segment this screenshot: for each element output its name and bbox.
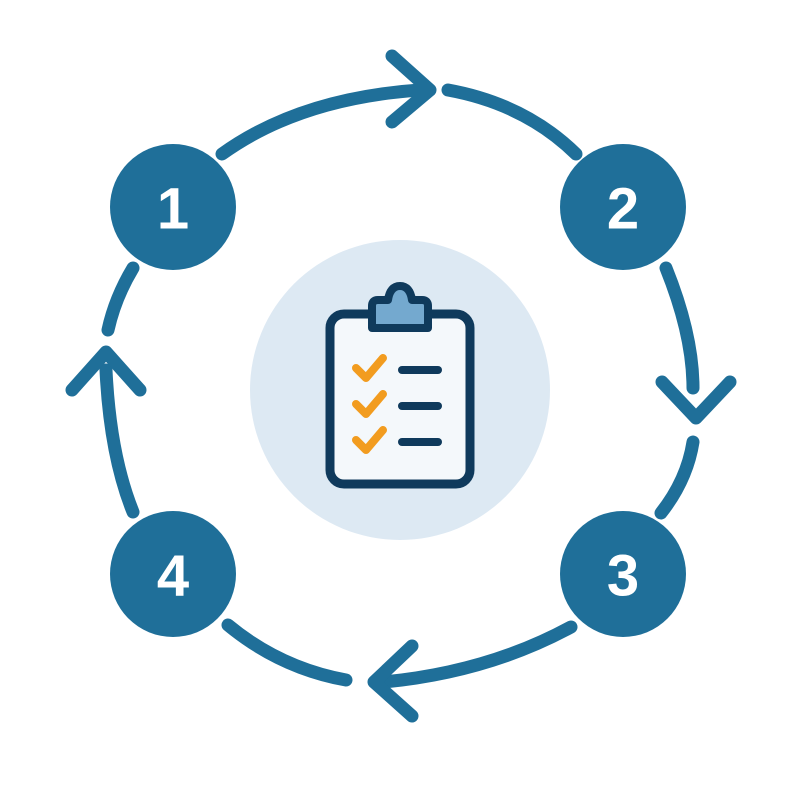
- step-node-1: 1: [110, 144, 236, 270]
- checkmark-icon: [352, 354, 387, 382]
- arrowhead-right-icon: [385, 49, 437, 129]
- arc-3-to-4: [377, 620, 578, 689]
- step-node-4-label: 4: [157, 544, 189, 609]
- step-node-2-label: 2: [607, 177, 639, 242]
- arc-1-to-2-tail: [441, 83, 583, 161]
- checkmark-icon: [352, 390, 387, 418]
- cycle-arcs: [99, 83, 700, 689]
- arrowhead-up-icon: [65, 345, 147, 397]
- step-node-2-circle: [560, 144, 686, 270]
- step-node-1-label: 1: [157, 177, 189, 242]
- checklist-rows: [352, 354, 442, 454]
- step-node-3: 3: [560, 511, 686, 637]
- clipboard-clip: [368, 282, 432, 332]
- arrowhead-left-icon: [367, 639, 419, 723]
- step-node-3-label: 3: [607, 544, 639, 609]
- arc-2-to-3-tail: [654, 435, 700, 520]
- clipboard-checklist-icon: [325, 282, 475, 489]
- step-node-1-circle: [110, 144, 236, 270]
- checkmark-icon: [352, 426, 387, 454]
- arrowhead-down-icon: [655, 375, 737, 425]
- step-node-3-circle: [560, 511, 686, 637]
- arc-4-to-1: [99, 363, 140, 519]
- step-node-2: 2: [560, 144, 686, 270]
- clipboard-board: [325, 309, 475, 489]
- step-node-4: 4: [110, 511, 236, 637]
- arc-2-to-3: [659, 261, 700, 395]
- step-node-4-circle: [110, 511, 236, 637]
- arc-3-to-4-tail: [221, 618, 353, 687]
- cycle-arrowheads: [65, 49, 737, 723]
- arc-1-to-2: [215, 83, 427, 161]
- arc-4-to-1-tail: [101, 261, 140, 337]
